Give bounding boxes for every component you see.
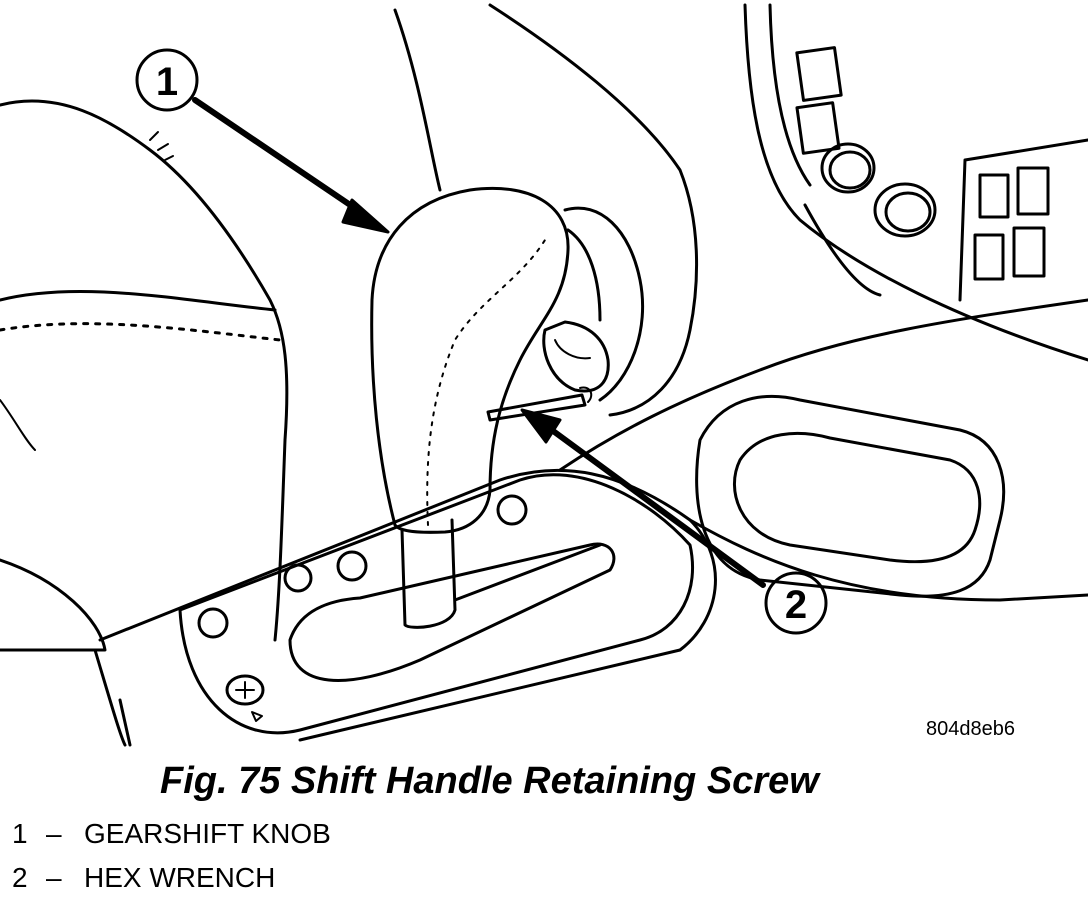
callout-1: 1 xyxy=(135,48,390,234)
seat-cushion xyxy=(0,99,289,747)
shift-handle-illustration: 1 2 xyxy=(0,3,1088,747)
figure-title: Fig. 75 Shift Handle Retaining Screw xyxy=(160,760,819,802)
shifter-bezel xyxy=(178,473,695,735)
callout-2-number: 2 xyxy=(785,583,807,627)
legend-number: 2 xyxy=(12,862,28,893)
dashboard-panel xyxy=(743,3,1088,362)
callout-1-number: 1 xyxy=(156,60,178,104)
legend-label: HEX WRENCH xyxy=(84,862,276,893)
legend-dash: – xyxy=(46,818,62,849)
gearshift-knob xyxy=(370,186,570,534)
legend-label: GEARSHIFT KNOB xyxy=(84,818,331,849)
legend-dash: – xyxy=(46,862,62,893)
legend-number: 1 xyxy=(12,818,28,849)
legend-item: 1–GEARSHIFT KNOB xyxy=(12,818,331,850)
center-console xyxy=(98,298,1088,747)
hex-wrench xyxy=(486,386,593,422)
callout-2: 2 xyxy=(520,408,828,635)
image-code: 804d8eb6 xyxy=(926,718,1015,740)
hand xyxy=(393,3,699,417)
shift-lever-shaft xyxy=(400,518,457,629)
legend-item: 2–HEX WRENCH xyxy=(12,862,275,894)
